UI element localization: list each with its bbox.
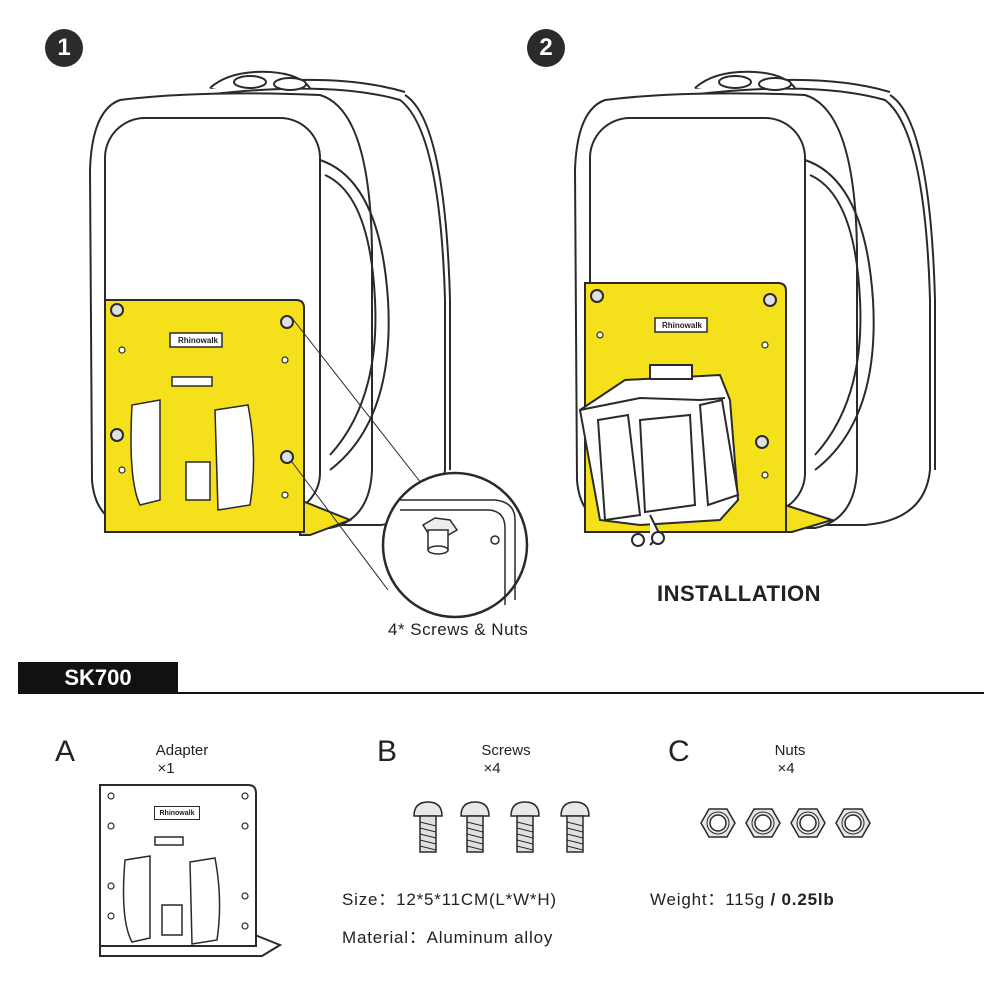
step-1-adapter-plate: [104, 299, 353, 536]
part-a-brand-label: Rhinowalk: [154, 806, 200, 820]
part-a-letter: A: [55, 735, 76, 768]
part-a-qty: ×1: [157, 760, 175, 777]
part-c-letter: C: [668, 735, 690, 768]
spec-material: Material：Aluminum alloy: [342, 923, 553, 948]
step-2-badge: 2: [527, 29, 565, 67]
part-b-name: Screws: [481, 742, 531, 759]
spec-weight-label: Weight：: [650, 890, 726, 909]
step-2-mount-bracket: [578, 364, 740, 547]
part-c-nuts-illustration: [700, 808, 871, 838]
part-c-qty: ×4: [777, 760, 795, 777]
model-label: SK700: [18, 662, 178, 694]
spec-material-label: Material：: [342, 928, 427, 947]
spec-weight-sep: /: [764, 890, 782, 909]
spec-weight-value-lb: 0.25lb: [781, 890, 835, 909]
spec-material-value: Aluminum alloy: [426, 928, 554, 947]
spec-size-label: Size：: [342, 890, 397, 909]
spec-weight: Weight：115g / 0.25lb: [650, 885, 835, 910]
step-1-brand-label: Rhinowalk: [177, 335, 218, 345]
screw-detail-callout: [291, 317, 529, 619]
part-b-qty: ×4: [483, 760, 501, 777]
part-b-screws-illustration: [413, 801, 590, 853]
installation-caption: INSTALLATION: [657, 581, 822, 606]
model-divider: [178, 692, 984, 694]
spec-weight-value: 115g: [725, 890, 765, 909]
part-b-letter: B: [377, 735, 398, 768]
step-2-brand-label: Rhinowalk: [661, 320, 702, 330]
part-a-name: Adapter: [155, 742, 209, 759]
spec-size: Size：12*5*11CM(L*W*H): [342, 885, 557, 910]
part-a-adapter-illustration: [99, 784, 283, 957]
spec-size-value: 12*5*11CM(L*W*H): [396, 890, 557, 909]
screws-nuts-caption: 4* Screws & Nuts: [388, 620, 529, 639]
step-1-badge: 1: [45, 29, 83, 67]
part-c-name: Nuts: [774, 742, 806, 759]
